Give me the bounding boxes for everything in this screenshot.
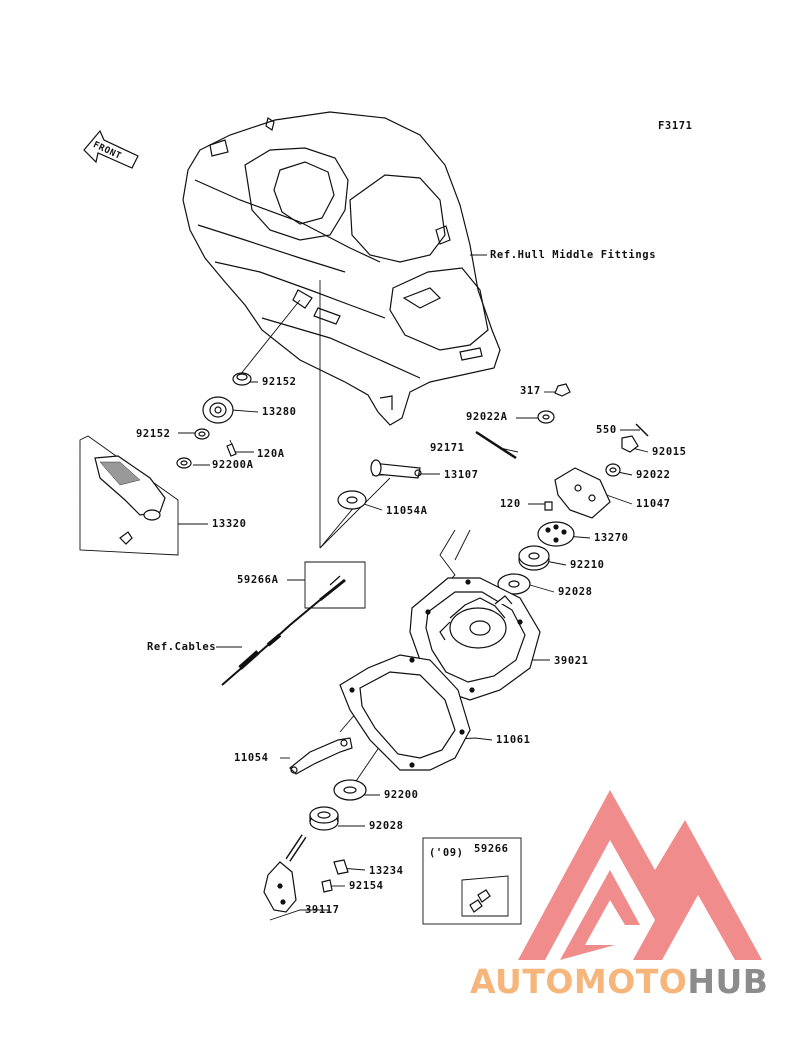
watermark-part1: AUTOMOTO	[470, 962, 688, 1001]
label-120: 120	[500, 498, 521, 510]
bolt-120a	[226, 443, 237, 457]
label-92022: 92022	[636, 469, 671, 481]
label-13234: 13234	[369, 865, 404, 877]
label-ref-cables: Ref.Cables	[147, 641, 217, 653]
pin-550	[635, 423, 649, 437]
hull-part	[182, 111, 501, 426]
label-59266a: 59266A	[237, 574, 279, 586]
label-11047: 11047	[636, 498, 671, 510]
bracket-13107	[370, 459, 422, 479]
label-92200a: 92200A	[212, 459, 254, 471]
panel-13320	[79, 435, 179, 556]
label-92154: 92154	[349, 880, 384, 892]
watermark-part2: HUB	[687, 962, 769, 1001]
bracket-11054	[289, 737, 353, 775]
plate-13280	[202, 396, 234, 424]
washer-92200a	[176, 457, 192, 469]
box-59266a	[304, 561, 366, 609]
watermark-logo	[518, 790, 762, 960]
bracket-11047	[554, 467, 611, 519]
label-92152-b: 92152	[136, 428, 171, 440]
washer-92022	[605, 463, 621, 477]
bolt-120	[544, 501, 553, 511]
nut-317	[554, 383, 571, 397]
ring-92152	[194, 428, 210, 440]
watermark: AUTOMOTOHUB	[470, 962, 768, 1001]
label-13270: 13270	[594, 532, 629, 544]
arm-39117	[263, 834, 307, 913]
label-39117: 39117	[305, 904, 340, 916]
label-92022a: 92022A	[466, 411, 508, 423]
label-92210: 92210	[570, 559, 605, 571]
cable-ref	[221, 599, 321, 686]
label-92028-b: 92028	[369, 820, 404, 832]
part-13234	[333, 859, 349, 875]
label-11054: 11054	[234, 752, 269, 764]
part-92154	[321, 879, 333, 893]
label-11054a: 11054A	[386, 505, 428, 517]
rod-92171	[475, 430, 517, 460]
washer-92022a	[537, 410, 555, 424]
label-120a: 120A	[257, 448, 285, 460]
inset-box-59266	[422, 837, 522, 925]
housing-39021	[409, 577, 541, 701]
label-92200: 92200	[384, 789, 419, 801]
washer-92200	[333, 779, 367, 801]
label-13280: 13280	[262, 406, 297, 418]
inset-part: 59266	[474, 843, 509, 855]
inset-year: ('09)	[429, 847, 464, 859]
gasket-11061	[339, 654, 471, 771]
label-11061: 11061	[496, 734, 531, 746]
washer-92028-top	[497, 573, 531, 595]
label-39021: 39021	[554, 655, 589, 667]
label-13320: 13320	[212, 518, 247, 530]
nut-92015	[621, 435, 639, 453]
front-arrow-icon	[83, 129, 139, 169]
label-550: 550	[596, 424, 617, 436]
part-92210	[518, 545, 550, 571]
label-13107: 13107	[444, 469, 479, 481]
grommet-11054a	[337, 490, 367, 510]
label-92171: 92171	[430, 442, 465, 454]
label-92028-a: 92028	[558, 586, 593, 598]
label-ref-hull: Ref.Hull Middle Fittings	[490, 249, 657, 261]
label-317: 317	[520, 385, 541, 397]
label-92152-a: 92152	[262, 376, 297, 388]
bushing-92028-bottom	[309, 806, 339, 831]
grommet-92152	[232, 372, 252, 386]
plate-13270	[537, 521, 575, 547]
label-92015: 92015	[652, 446, 687, 458]
figure-code: F3171	[658, 120, 693, 132]
